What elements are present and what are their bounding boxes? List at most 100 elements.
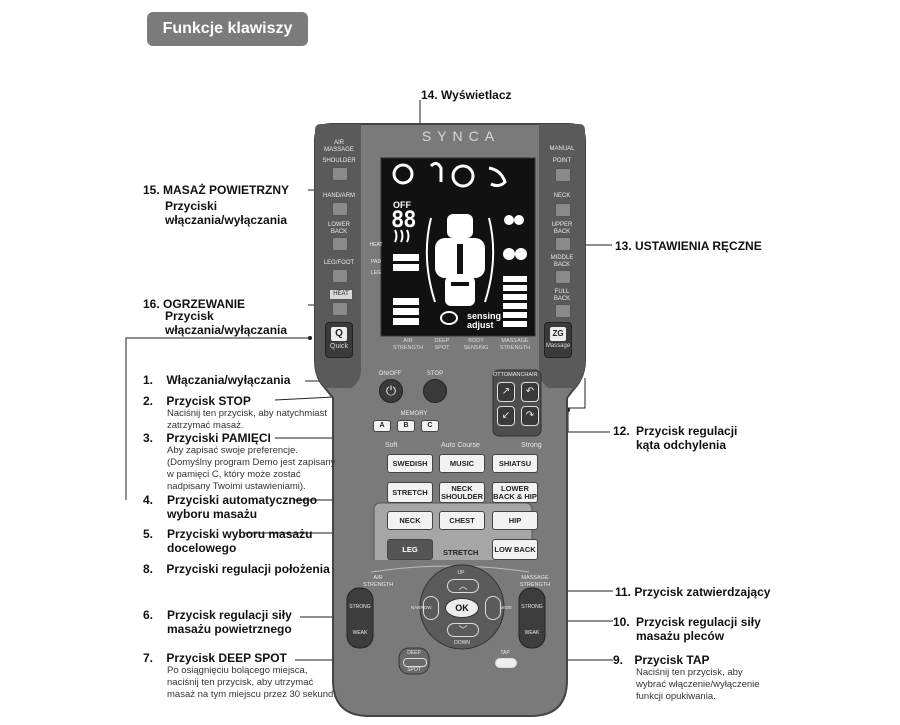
callout-12-title: Przycisk regulacji kąta odchylenia — [636, 424, 738, 452]
ottoman-label: OTTOMAN — [493, 372, 521, 378]
deep-spot-button[interactable] — [403, 658, 427, 667]
lcd-graphics — [392, 161, 527, 327]
chair-up-button[interactable]: ↶ — [521, 382, 539, 402]
callout-8: 8. Przyciski regulacji położenia — [143, 562, 330, 576]
target-neck-button[interactable]: NECK — [387, 511, 433, 530]
wide-button[interactable] — [485, 596, 501, 620]
callout-1: 1. Włączania/wyłączania — [143, 373, 291, 387]
on-off-label: ON/OFF — [378, 371, 402, 377]
up-button[interactable]: ︿ — [447, 579, 479, 593]
callout-12: 12. — [613, 424, 630, 438]
air-strength-label: AIR STRENGTH — [363, 575, 394, 588]
memory-b-button[interactable]: B — [397, 420, 415, 432]
chair-down-icon: ↷ — [525, 410, 535, 421]
massage-strong-button[interactable]: STRONG — [521, 604, 543, 610]
air-leg-foot-button[interactable] — [332, 269, 348, 283]
power-icon: ⏻ — [385, 383, 397, 398]
up-label: UP — [457, 570, 465, 576]
tap-button[interactable] — [495, 658, 517, 668]
chair-up-icon: ↶ — [525, 386, 535, 397]
target-chest-button[interactable]: CHEST — [439, 511, 485, 530]
caption-deep-spot: DEEP SPOT — [434, 338, 450, 351]
swedish-button[interactable]: SWEDISH — [387, 454, 433, 473]
down-button[interactable]: ﹀ — [447, 623, 479, 637]
quick-label: Quick — [330, 343, 348, 350]
ottoman-down-button[interactable]: ↙ — [497, 406, 515, 426]
power-button[interactable]: ⏻ — [379, 379, 403, 403]
ottoman-up-button[interactable]: ↗ — [497, 382, 515, 402]
callout-9: 9. Przycisk TAP — [613, 653, 710, 667]
manual-neck-button[interactable] — [555, 203, 571, 217]
caption-air-strength: AIR STRENGTH — [392, 338, 424, 351]
point-label: POINT — [552, 158, 572, 164]
chevron-down-icon: ﹀ — [458, 625, 468, 635]
quick-button[interactable]: Q Quick — [325, 322, 353, 358]
callout-3: 3. Przyciski PAMIĘCI — [143, 431, 271, 445]
auto-course-title: Auto Course — [441, 442, 480, 449]
caption-body-sensing: BODY SENSING — [463, 338, 489, 351]
target-hip-button[interactable]: HIP — [492, 511, 538, 530]
callout-9-desc: Naciśnij ten przycisk, aby wybrać włącze… — [636, 667, 760, 702]
hand-arm-label: HAND/ARM — [322, 193, 355, 199]
page-title: Funkcje klawiszy — [147, 12, 308, 46]
manual-middle-back-button[interactable] — [555, 270, 571, 284]
auto-soft-label: Soft — [385, 442, 398, 449]
lcd-display: OFF 88 sensing adjust — [381, 158, 535, 336]
narrow-button[interactable] — [423, 596, 439, 620]
memory-a-button[interactable]: A — [373, 420, 391, 432]
callout-5: 5. — [143, 527, 154, 541]
callout-15: 15. MASAŻ POWIETRZNY — [143, 183, 290, 197]
shiatsu-button[interactable]: SHIATSU — [492, 454, 538, 473]
quick-icon: Q — [331, 327, 347, 341]
callout-5-title: Przyciski wyboru masażu docelowego — [167, 527, 313, 555]
deep-label: DEEP — [407, 650, 421, 656]
chair-label: CHAIR — [520, 372, 538, 378]
ottoman-up-icon: ↗ — [501, 386, 511, 397]
stretch-zone-label: STRETCH — [443, 548, 479, 557]
air-strong-button[interactable]: STRONG — [349, 604, 371, 610]
narrow-label: NARROW — [411, 605, 432, 610]
target-low-back-button[interactable]: LOW BACK — [492, 539, 538, 560]
callout-7-desc: Po osiągnięciu bolącego miejsca, naciśni… — [167, 665, 336, 700]
pad-indicator-label: PAD — [371, 259, 381, 265]
chair-down-button[interactable]: ↷ — [521, 406, 539, 426]
callout-13: 13. USTAWIENIA RĘCZNE — [615, 239, 762, 253]
middle-back-label: MIDDLE BACK — [550, 255, 574, 268]
air-hand-arm-button[interactable] — [332, 202, 348, 216]
callout-10: 10. — [613, 615, 630, 629]
brand-logo: SYNCA — [421, 128, 501, 144]
wide-label: WIDE — [500, 605, 512, 610]
air-lower-back-button[interactable] — [332, 237, 348, 251]
callout-14: 14. Wyświetlacz — [421, 88, 512, 102]
zg-massage-button[interactable]: ZG Massage — [544, 322, 572, 358]
callout-4-title: Przyciski automatycznego wyboru masażu — [167, 493, 318, 521]
manual-full-back-button[interactable] — [555, 304, 571, 318]
stretch-button[interactable]: STRETCH — [387, 482, 433, 503]
upper-back-label: UPPER BACK — [551, 222, 573, 235]
target-leg-button[interactable]: LEG — [387, 539, 433, 560]
zg-label: Massage — [545, 343, 571, 349]
massage-weak-button[interactable]: WEAK — [524, 630, 540, 636]
stop-button[interactable] — [423, 379, 447, 403]
manual-point-button[interactable] — [555, 168, 571, 182]
heat-label: HEAT — [329, 289, 353, 300]
full-back-label: FULL BACK — [553, 289, 571, 302]
ottoman-down-icon: ↙ — [501, 410, 511, 421]
manual-upper-back-button[interactable] — [555, 237, 571, 251]
ok-button[interactable]: OK — [445, 598, 479, 618]
air-shoulder-button[interactable] — [332, 167, 348, 181]
neck-shoulder-button[interactable]: NECK SHOULDER — [439, 482, 485, 503]
heat-button[interactable] — [332, 302, 348, 316]
callout-11: 11. Przycisk zatwierdzający — [615, 585, 771, 599]
lower-back-hip-button[interactable]: LOWER BACK & HIP — [492, 482, 538, 503]
auto-strong-label: Strong — [521, 442, 542, 449]
zg-icon: ZG — [550, 327, 566, 341]
music-button[interactable]: MUSIC — [439, 454, 485, 473]
massage-strength-label: MASSAGE STRENGTH — [519, 575, 551, 588]
callout-7: 7. Przycisk DEEP SPOT — [143, 651, 287, 665]
air-weak-button[interactable]: WEAK — [352, 630, 368, 636]
shoulder-label: SHOULDER — [322, 158, 356, 164]
memory-c-button[interactable]: C — [421, 420, 439, 432]
memory-label: MEMORY — [400, 411, 428, 417]
heat-indicator-label: HEAT — [369, 242, 383, 248]
